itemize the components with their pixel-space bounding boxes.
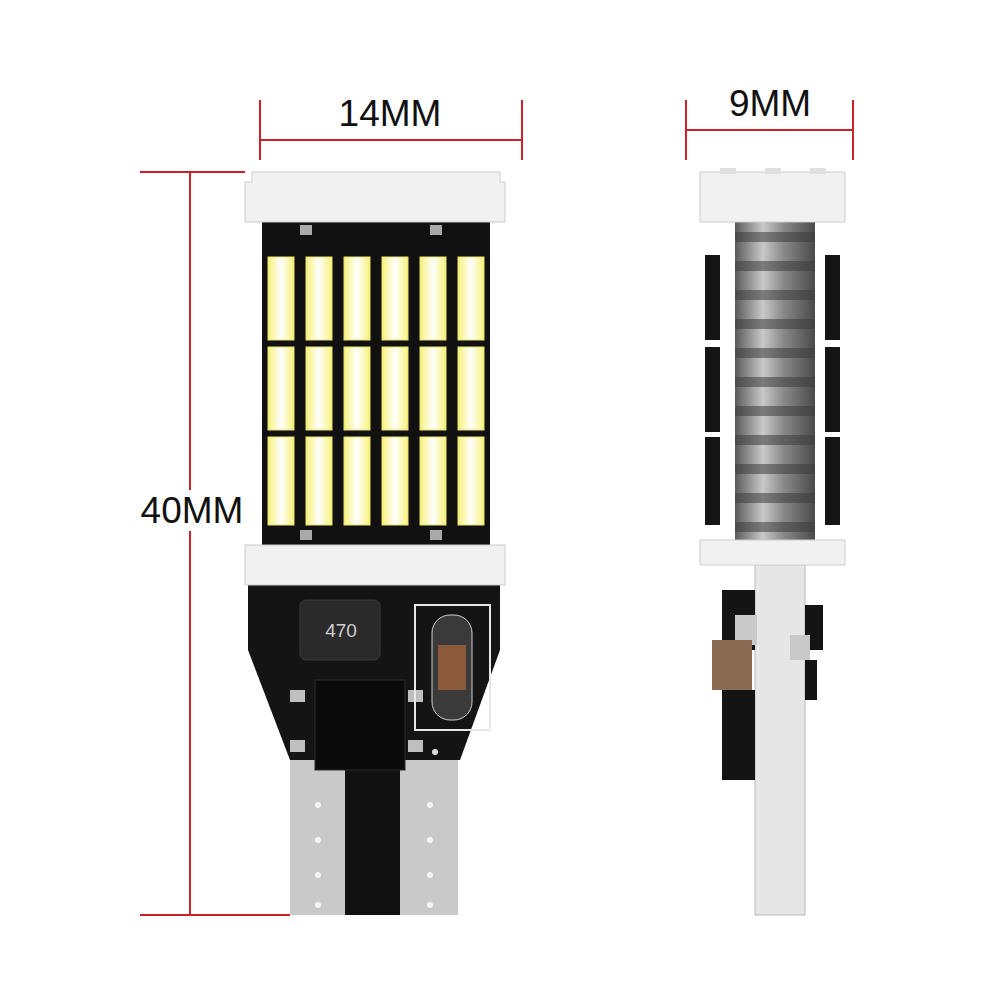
bulb-side-view-part bbox=[755, 560, 805, 915]
bulb-side-view-part bbox=[700, 172, 845, 222]
bulb-side-view bbox=[700, 168, 845, 915]
bulb-front-view-part bbox=[300, 225, 312, 235]
bulb-side-view-part bbox=[720, 168, 736, 174]
bulb-front-view-part bbox=[430, 225, 442, 235]
bulb-front-view-part bbox=[415, 605, 490, 730]
bulb-side-view-part bbox=[705, 437, 720, 525]
bulb-front-view-part bbox=[262, 222, 490, 548]
bulb-front-view-part bbox=[245, 545, 505, 585]
dimension-lines-part bbox=[685, 100, 687, 160]
bulb-side-view-part bbox=[735, 348, 815, 358]
bulb-side-view-part bbox=[810, 168, 826, 174]
bulb-front-view-part bbox=[268, 347, 294, 430]
bulb-front-view-part bbox=[427, 837, 433, 843]
bulb-front-view-part bbox=[344, 437, 370, 525]
bulb-front-view-part bbox=[290, 760, 458, 915]
bulb-front-view-part bbox=[420, 437, 446, 525]
dimension-height: 40MM bbox=[137, 490, 248, 531]
dimension-lines-part bbox=[140, 171, 245, 173]
bulb-side-view-part bbox=[735, 290, 815, 300]
bulb-front-view-part bbox=[382, 257, 408, 340]
bulb-side-view-part bbox=[705, 255, 720, 340]
bulb-front-view-part bbox=[268, 257, 294, 340]
bulb-front-view-part bbox=[268, 437, 294, 525]
bulb-front-view-part bbox=[306, 347, 332, 430]
bulb-side-view-part bbox=[825, 255, 840, 340]
bulb-front-view-part bbox=[315, 872, 321, 878]
bulb-side-view-part bbox=[765, 168, 781, 174]
bulb-front-view-part bbox=[290, 740, 305, 752]
bulb-front-view-part bbox=[432, 615, 472, 720]
bulb-side-view-part bbox=[705, 347, 720, 432]
bulb-front-view bbox=[245, 172, 505, 915]
bulb-front-view-part bbox=[315, 837, 321, 843]
bulb-side-view-part bbox=[735, 435, 815, 445]
bulb-side-view-part bbox=[722, 690, 755, 780]
bulb-front-view-part bbox=[427, 872, 433, 878]
bulb-front-view-part bbox=[430, 530, 442, 540]
bulb-front-view-part bbox=[306, 437, 332, 525]
bulb-front-view-part bbox=[315, 680, 405, 770]
component-marking: 470 bbox=[325, 621, 357, 640]
bulb-front-view-part bbox=[408, 740, 423, 752]
bulb-front-view-part bbox=[315, 902, 321, 908]
dimension-lines-part bbox=[852, 100, 854, 160]
bulb-side-view-part bbox=[735, 261, 815, 271]
bulb-side-view-part bbox=[735, 406, 815, 416]
bulb-side-view-part bbox=[735, 222, 815, 542]
bulb-front-view-part bbox=[458, 347, 484, 430]
bulb-front-view-part bbox=[245, 172, 505, 222]
bulb-side-view-part bbox=[790, 635, 810, 660]
bulb-side-view-part bbox=[825, 347, 840, 432]
bulb-front-view-part bbox=[300, 530, 312, 540]
dimension-lines-part bbox=[686, 129, 853, 131]
dimension-lines-part bbox=[140, 914, 290, 916]
bulb-front-view-part bbox=[382, 347, 408, 430]
bulb-front-view-part bbox=[420, 347, 446, 430]
bulb-front-view-part bbox=[382, 437, 408, 525]
bulb-front-view-part bbox=[458, 257, 484, 340]
dimension-lines-part bbox=[189, 172, 191, 915]
dimension-depth: 9MM bbox=[725, 83, 815, 124]
bulb-front-view-part bbox=[420, 257, 446, 340]
bulb-side-view-part bbox=[735, 464, 815, 474]
bulb-side-view-part bbox=[735, 232, 815, 242]
bulb-side-view-part bbox=[735, 493, 815, 503]
bulb-front-view-part bbox=[458, 437, 484, 525]
bulb-side-view-part bbox=[805, 660, 817, 700]
bulb-side-view-part bbox=[735, 522, 815, 532]
dimension-lines-part bbox=[521, 100, 523, 160]
bulb-side-view-part bbox=[712, 640, 752, 690]
bulb-front-view-part bbox=[438, 645, 466, 690]
bulb-front-view-part bbox=[344, 347, 370, 430]
bulb-front-view-part bbox=[315, 802, 321, 808]
bulb-side-view-part bbox=[735, 319, 815, 329]
dimension-width: 14MM bbox=[335, 93, 446, 134]
dimension-lines-part bbox=[260, 139, 522, 141]
dimension-lines-part bbox=[259, 100, 261, 160]
bulb-front-view-part bbox=[290, 690, 305, 702]
bulb-front-view-part bbox=[427, 902, 433, 908]
bulb-front-view-part bbox=[306, 257, 332, 340]
bulb-side-view-part bbox=[825, 437, 840, 525]
bulb-front-view-part bbox=[344, 257, 370, 340]
bulb-side-view-part bbox=[700, 540, 845, 565]
bulb-front-view-part bbox=[432, 749, 438, 755]
bulb-front-view-part bbox=[345, 760, 400, 915]
bulb-front-view-part bbox=[427, 802, 433, 808]
bulb-side-view-part bbox=[735, 377, 815, 387]
bulb-front-view-part bbox=[300, 600, 380, 660]
